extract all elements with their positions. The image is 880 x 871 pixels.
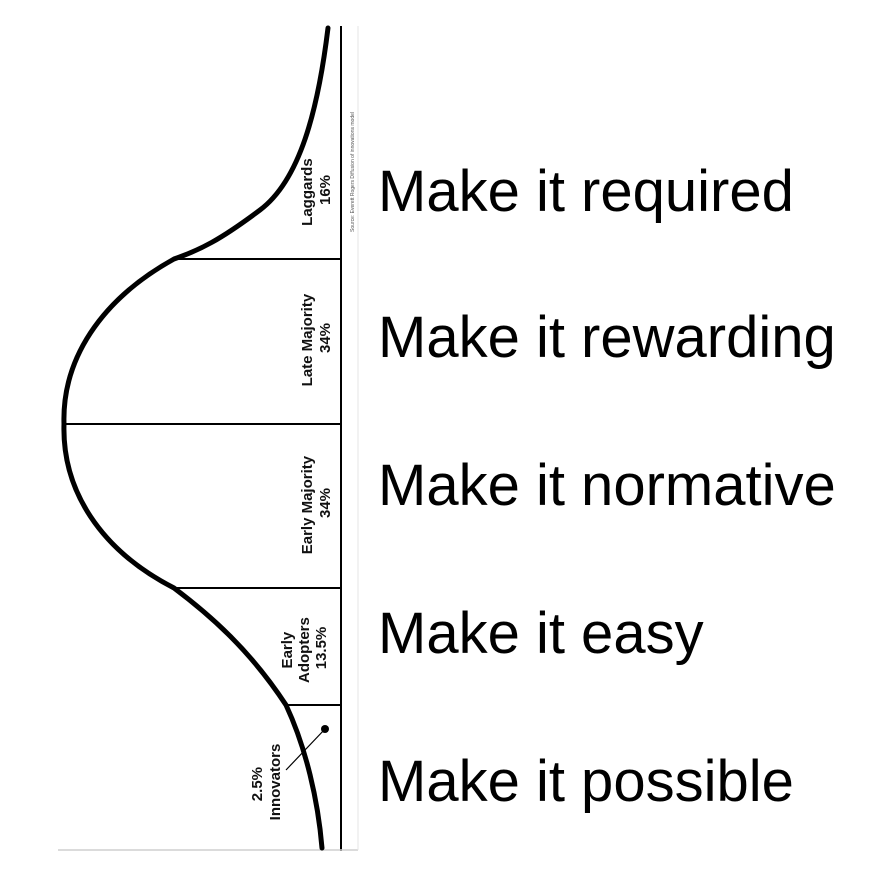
segment-label-laggards: Laggards 16% (299, 154, 334, 226)
phrase-make-it-easy: Make it easy (378, 601, 704, 666)
source-note: Source: Everett Rogers Diffusion of inno… (350, 112, 356, 232)
segment-label-innovators: 2.5% Innovators (249, 744, 284, 821)
innovators-pointer-line (285, 728, 326, 771)
phrase-make-it-normative: Make it normative (378, 453, 836, 518)
bell-curve (61, 25, 331, 851)
diffusion-curve-diagram: Laggards 16% Late Majority 34% Early Maj… (58, 25, 359, 851)
phrase-make-it-required: Make it required (378, 159, 794, 224)
segment-label-early-adopters: Early Adopters 13.5% (279, 613, 330, 683)
segment-label-early-majority: Early Majority 34% (299, 452, 334, 555)
segment-label-late-majority: Late Majority 34% (299, 290, 334, 387)
phrase-make-it-possible: Make it possible (378, 749, 794, 814)
phrase-make-it-rewarding: Make it rewarding (378, 305, 836, 370)
innovators-pointer-dot (321, 725, 329, 733)
